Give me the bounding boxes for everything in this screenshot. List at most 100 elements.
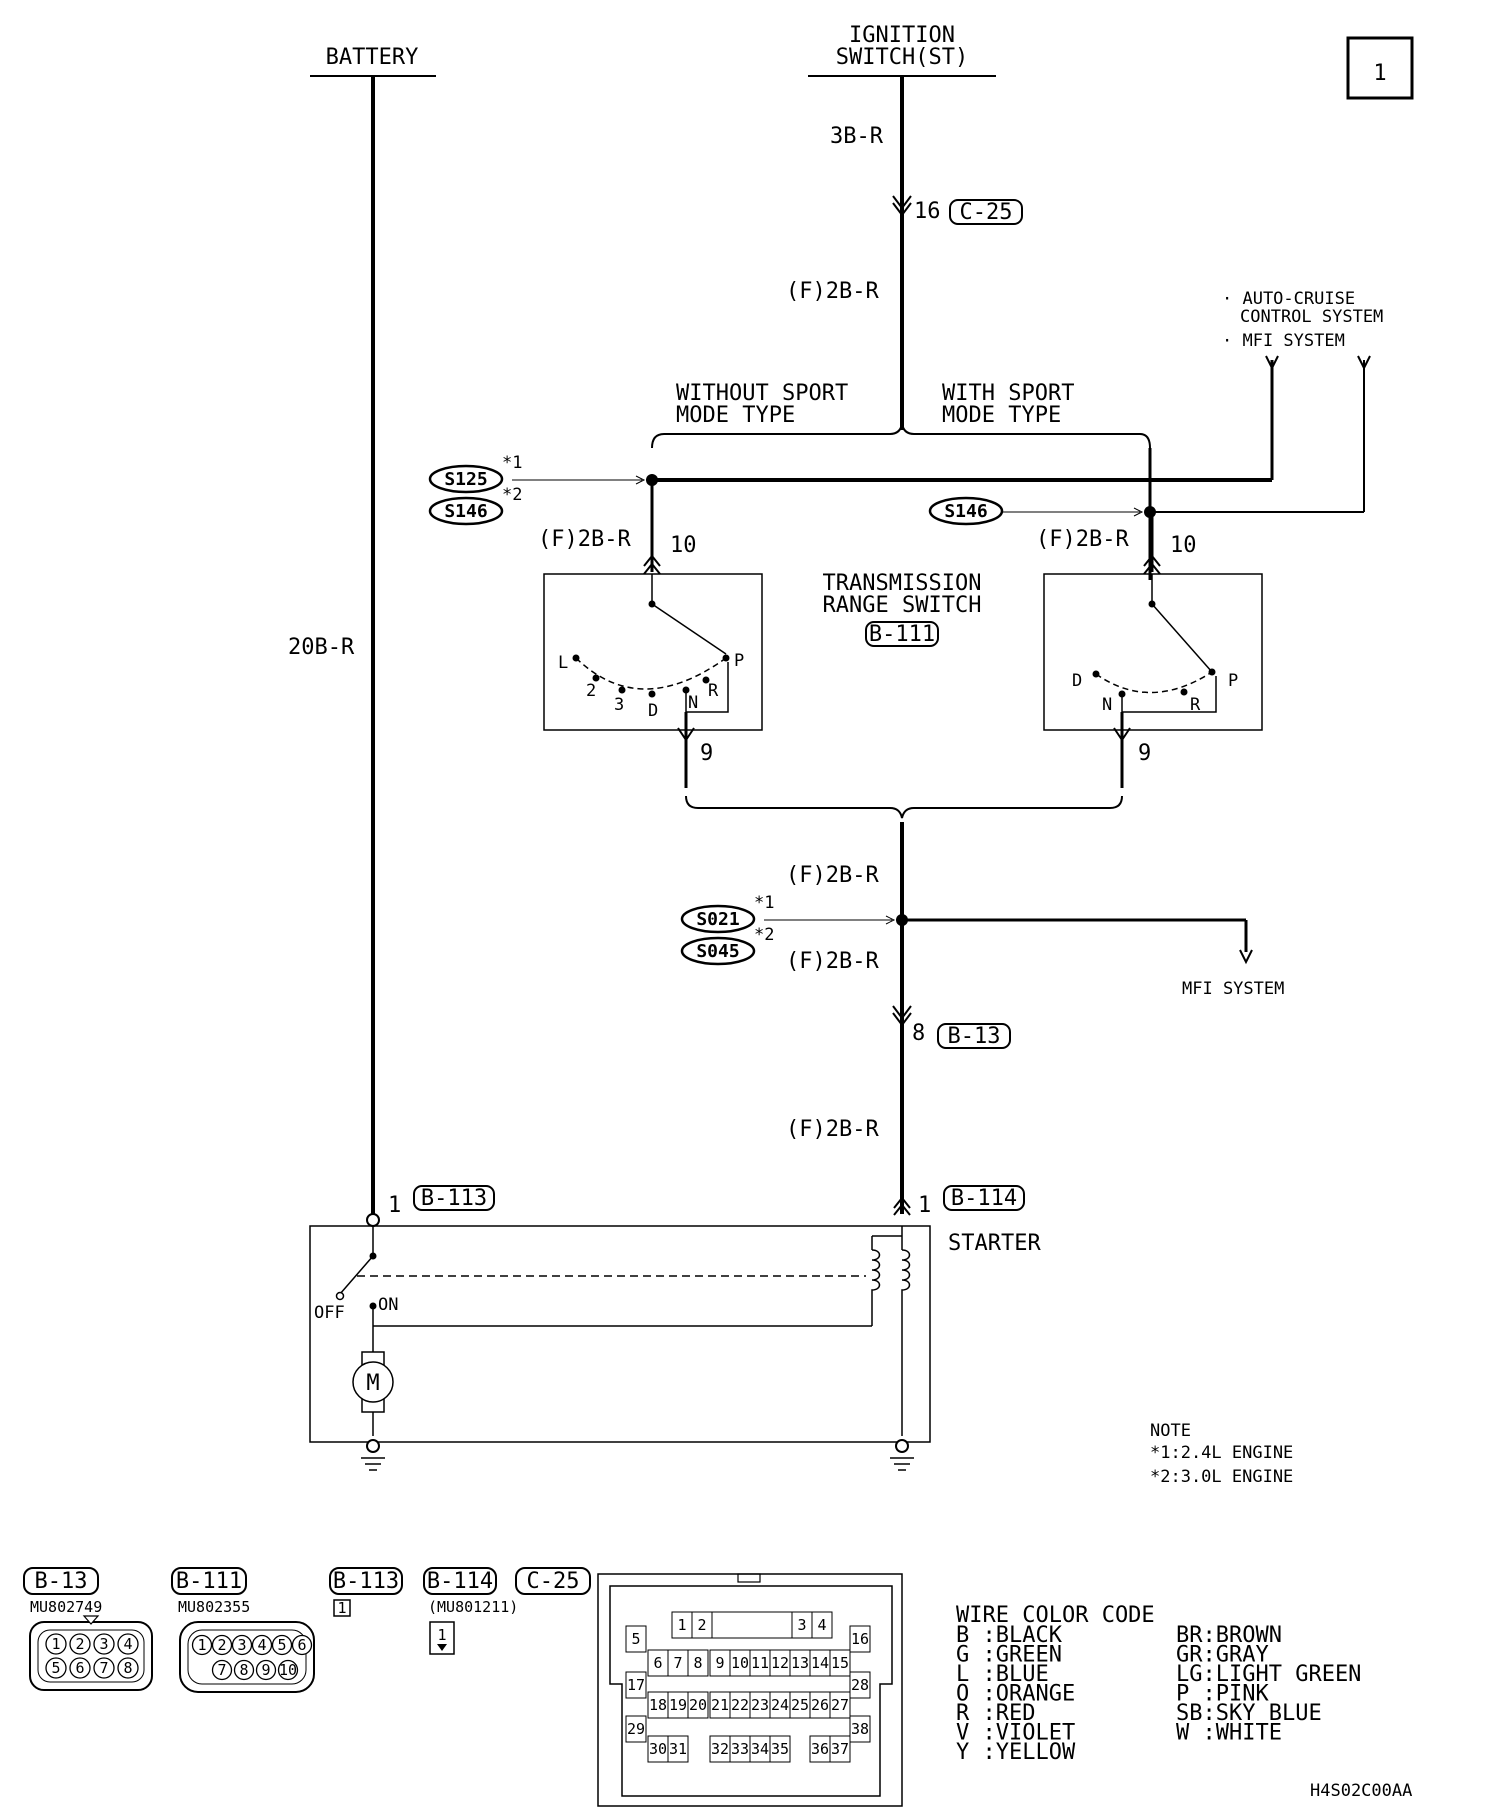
- bc-c25-pin-label: 32: [711, 1740, 729, 1758]
- bc-b111-pin-label: 3: [237, 1636, 246, 1654]
- below-joint-wire-label: (F)2B-R: [786, 949, 879, 974]
- s146-text: S146: [444, 501, 487, 522]
- bc-c25-tag-text: C-25: [527, 1569, 580, 1594]
- bc-b111-part: MU802355: [178, 1598, 250, 1616]
- trs-left-out-arrow: [677, 727, 695, 742]
- bc-b114-pin: 1: [437, 1626, 446, 1644]
- bc-b13-pin-label: 6: [75, 1659, 84, 1677]
- bc-c25-blank: [711, 1611, 793, 1639]
- color-code-right-item: BR:BROWN: [1176, 1623, 1282, 1648]
- s045-note: *2: [754, 925, 774, 945]
- c25-chevron-2: [892, 202, 912, 217]
- s146-right-text: S146: [944, 501, 987, 522]
- bc-b113-body: [333, 1599, 351, 1617]
- tr-right-out-pin: 9: [1138, 741, 1151, 766]
- b13-chevron: [892, 1005, 912, 1020]
- bc-b111-pin-circle: [211, 1659, 233, 1681]
- without-label-2: MODE TYPE: [676, 403, 795, 428]
- s125-oval: [428, 464, 504, 494]
- bc-b13-pin-circle: [45, 1657, 67, 1679]
- bc-b13-key: [82, 1615, 100, 1625]
- page-number: 1: [1373, 61, 1386, 86]
- trs-label-1: TRANSMISSION: [823, 571, 982, 596]
- motor-label: M: [366, 1371, 379, 1396]
- bc-c25-tag: [515, 1567, 591, 1595]
- trs-left-pos-D: D: [648, 701, 658, 721]
- color-code-left-item: V :VIOLET: [956, 1721, 1075, 1746]
- trs-right-in-arrow: [1143, 554, 1161, 567]
- bc-c25-pin-label: 34: [751, 1740, 769, 1758]
- switch-blade: [339, 1255, 374, 1295]
- trs-right-pos-R: R: [1190, 695, 1201, 715]
- bc-b111-pin-label: 9: [261, 1661, 270, 1679]
- s021-leader-arrow: [885, 915, 896, 925]
- splice-dot-right: [1144, 506, 1156, 518]
- without-label-1: WITHOUT SPORT: [676, 381, 848, 406]
- trs-left-pos-P: P: [734, 651, 744, 671]
- bc-c25-pin-label: 23: [751, 1696, 769, 1714]
- bc-b13-pin-label: 8: [123, 1659, 132, 1677]
- bc-b111-body: [179, 1621, 315, 1693]
- switch-off-dot: [335, 1291, 345, 1301]
- bc-c25-pin-label: 2: [697, 1616, 706, 1634]
- bc-c25-pin-cell: [687, 1691, 709, 1719]
- trs-right-out-arrow: [1113, 727, 1131, 742]
- bc-b111-pin-label: 5: [277, 1636, 286, 1654]
- bc-c25-pin-label: 28: [851, 1676, 869, 1694]
- c25-chevron: [892, 195, 912, 210]
- bc-c25-pin-label: 38: [851, 1720, 869, 1738]
- trs-left-pos-R: R: [708, 681, 719, 701]
- mfi-top-label: · MFI SYSTEM: [1222, 331, 1345, 351]
- trs-right-pos-D: D: [1072, 671, 1082, 691]
- bc-c25-pin-cell: [811, 1611, 833, 1639]
- bc-b111-pin-label: 2: [217, 1636, 226, 1654]
- bc-c25-pin-label: 7: [673, 1654, 682, 1672]
- trs-right-box: [1043, 573, 1263, 731]
- color-code-title: WIRE COLOR CODE: [956, 1603, 1155, 1628]
- trs-right-dot-D: [1092, 670, 1100, 678]
- bc-b111-pin-circle: [233, 1659, 255, 1681]
- bc-c25-latch: [737, 1573, 761, 1583]
- b113-pin: 1: [388, 1193, 401, 1218]
- trs-left-dot-2: [592, 674, 600, 682]
- ignition-label-2: SWITCH(ST): [836, 45, 968, 70]
- starter-box: [309, 1225, 931, 1443]
- bc-b113-pin: 1: [337, 1599, 346, 1617]
- starter-label: STARTER: [948, 1231, 1041, 1256]
- bc-c25-pin-label: 9: [715, 1654, 724, 1672]
- bc-c25-pin-label: 36: [811, 1740, 829, 1758]
- trs-left-pos-2: 2: [586, 681, 596, 701]
- hold-coil: [871, 1249, 881, 1298]
- bc-b13-tag: [23, 1567, 99, 1595]
- trs-right-dot-P: [1208, 668, 1216, 676]
- figure-code: H4S02C00AA: [1310, 1781, 1412, 1801]
- bc-c25-pin-cell: [769, 1735, 791, 1763]
- trs-right-output-path: [1121, 676, 1217, 713]
- ign-wire2-label: (F)2B-R: [786, 279, 879, 304]
- color-code-right-item: LG:LIGHT GREEN: [1176, 1662, 1361, 1687]
- trs-left-pos-3: 3: [614, 695, 624, 715]
- b13-tag: [937, 1023, 1011, 1049]
- s146-note: *2: [502, 485, 522, 505]
- bc-b13-pin-circle: [45, 1633, 67, 1655]
- trs-left-pos-N: N: [688, 693, 698, 713]
- bc-b13-pin-label: 1: [51, 1635, 60, 1653]
- bc-c25-pin-label: 29: [627, 1720, 645, 1738]
- bc-b13-tag-text: B-13: [35, 1569, 88, 1594]
- trs-right-arc: [1095, 671, 1213, 694]
- trs-right-in-arrow-2: [1143, 562, 1161, 575]
- tr-right-in-pin: 10: [1170, 533, 1197, 558]
- trs-left-dot-3: [618, 686, 626, 694]
- c25-pin: 16: [914, 199, 941, 224]
- b114-in-arrow: [893, 1196, 911, 1209]
- bc-b111-pin-circle: [231, 1634, 253, 1656]
- color-code-left-item: B :BLACK: [956, 1623, 1063, 1648]
- bc-c25-pin-label: 35: [771, 1740, 789, 1758]
- bc-c25-pin-label: 30: [649, 1740, 667, 1758]
- bc-c25-pin-label: 12: [771, 1654, 789, 1672]
- s146-right-oval: [928, 496, 1004, 526]
- ground-terminal-right: [895, 1439, 909, 1453]
